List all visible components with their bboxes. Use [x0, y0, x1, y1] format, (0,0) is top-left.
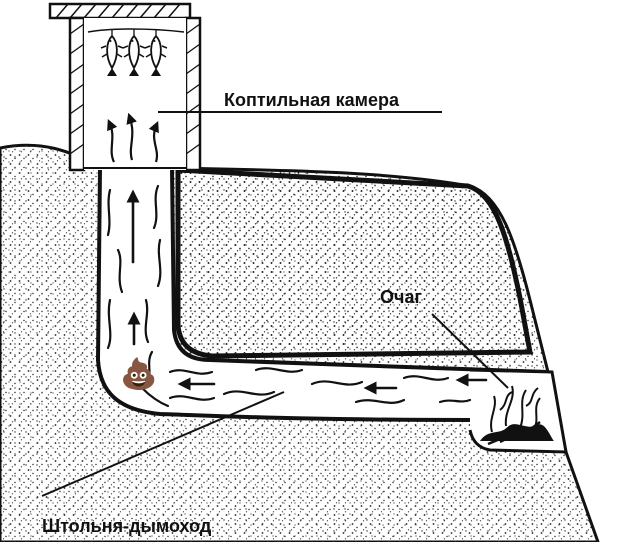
shaft-smoke [106, 184, 162, 382]
arrow-up-icon [126, 112, 137, 161]
fish-icon [144, 30, 168, 76]
chamber-smoke-arrows [107, 112, 159, 163]
smoking-chamber [48, 2, 202, 172]
flue-smoke [140, 367, 488, 408]
chamber-label: Коптильная камера [224, 90, 400, 110]
fish-string [87, 28, 185, 33]
inner-island-border [175, 167, 533, 359]
arrow-up-icon [148, 120, 159, 163]
fish-icon [122, 29, 146, 76]
hearth-leader-line [431, 313, 509, 389]
hearth-label: Очаг [380, 287, 422, 307]
fire-icon [479, 385, 554, 446]
flue-leader-line [41, 391, 285, 497]
flue-tunnel [96, 166, 562, 442]
flue-label: Штольня-дымоход [42, 516, 212, 536]
arrow-up-icon [107, 118, 118, 163]
poop-emoji: 💩 [120, 356, 157, 391]
fish-icon [100, 30, 124, 76]
